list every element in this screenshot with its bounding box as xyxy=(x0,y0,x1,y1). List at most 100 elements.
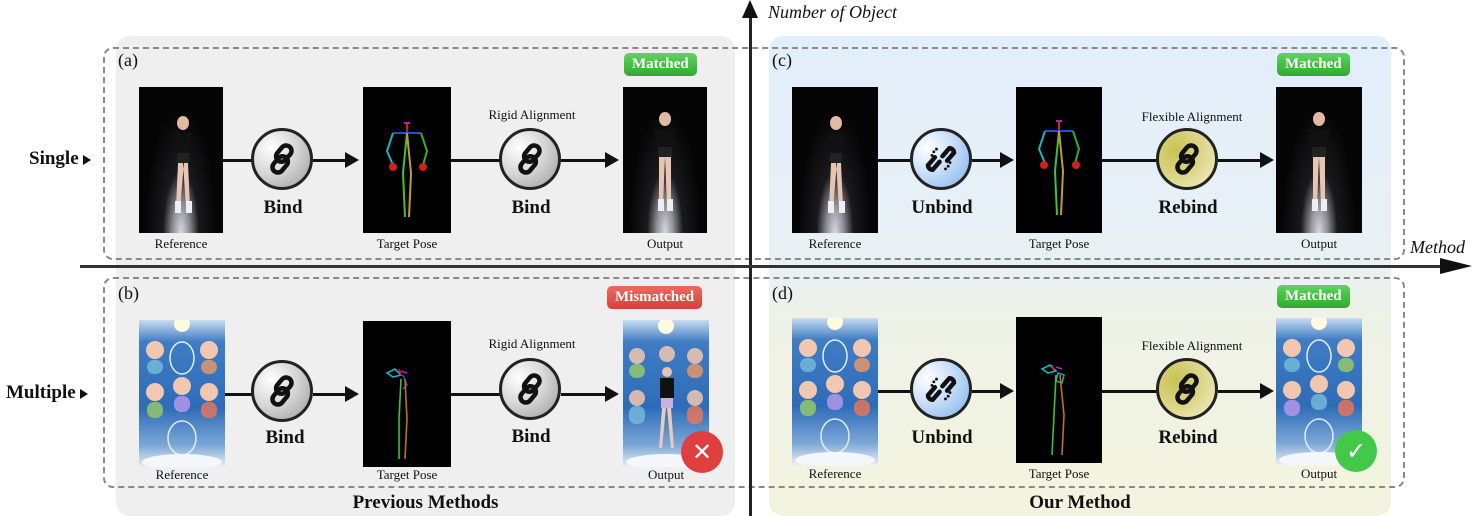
reference-image xyxy=(792,318,878,465)
reference-image xyxy=(792,87,878,233)
alignment-label: Rigid Alignment xyxy=(488,107,576,122)
babies-in-bubbles-icon xyxy=(1279,318,1359,465)
target-pose-caption: Target Pose xyxy=(376,236,438,251)
connector-line xyxy=(878,390,912,393)
check-icon: ✓ xyxy=(1335,430,1377,472)
bind-node xyxy=(499,358,561,420)
connector-line xyxy=(313,393,347,396)
bind-node xyxy=(251,128,313,190)
rebind-label: Rebind xyxy=(1158,427,1218,448)
panel-d-id: (d) xyxy=(772,283,793,303)
x-axis-label: Method xyxy=(1410,237,1465,257)
rebind-node xyxy=(1156,128,1218,190)
connector-line xyxy=(1218,159,1262,162)
unbind-node xyxy=(910,358,972,420)
connector-line xyxy=(223,159,253,162)
target-pose-caption: Target Pose xyxy=(1028,236,1090,251)
y-axis-label: Number of Object xyxy=(768,2,897,22)
dancer-figure-icon xyxy=(655,112,675,211)
triangle-right-icon xyxy=(79,388,88,399)
connector-line xyxy=(878,159,912,162)
row-label-single: Single xyxy=(29,148,91,170)
triangle-right-icon xyxy=(82,154,91,165)
arrow-right-icon xyxy=(1000,152,1014,168)
output-caption: Output xyxy=(1300,236,1338,251)
target-pose-caption: Target Pose xyxy=(376,467,438,482)
connector-line xyxy=(561,393,607,396)
panel-b-id: (b) xyxy=(118,283,139,303)
connector-line xyxy=(561,159,607,162)
matched-badge: Matched xyxy=(1277,285,1350,308)
unbind-node xyxy=(910,128,972,190)
connector-line xyxy=(972,159,1002,162)
arrow-right-icon xyxy=(1260,152,1274,168)
link-icon xyxy=(512,141,548,177)
connector-line xyxy=(313,159,347,162)
link-icon xyxy=(512,371,548,407)
bind-node xyxy=(251,360,313,422)
pose-skeleton-icon xyxy=(1040,364,1065,456)
output-caption: Output xyxy=(646,236,684,251)
connector-line xyxy=(1218,390,1262,393)
row-label-single-text: Single xyxy=(29,148,79,169)
connector-line xyxy=(451,393,501,396)
reference-caption: Reference xyxy=(808,466,862,481)
link-icon xyxy=(264,141,300,177)
mismatched-output-figure-icon xyxy=(626,320,706,467)
y-axis xyxy=(749,12,752,516)
our-method-title: Our Method xyxy=(1029,492,1131,513)
alignment-label: Rigid Alignment xyxy=(488,336,576,351)
target-pose-image xyxy=(363,87,451,233)
babies-in-bubbles-icon xyxy=(142,320,222,467)
arrow-right-icon xyxy=(1260,383,1274,399)
link-icon xyxy=(1169,141,1205,177)
unbind-label: Unbind xyxy=(911,427,973,448)
unbind-label: Unbind xyxy=(911,197,973,218)
link-icon xyxy=(264,373,300,409)
target-pose-image xyxy=(1016,87,1102,233)
panel-a-id: (a) xyxy=(118,50,138,70)
bind-node xyxy=(499,128,561,190)
alignment-label: Flexible Alignment xyxy=(1141,338,1243,353)
reference-caption: Reference xyxy=(155,467,209,482)
reference-image xyxy=(139,320,225,467)
broken-link-icon xyxy=(923,141,959,177)
output-caption: Output xyxy=(647,467,685,482)
y-axis-arrow-icon xyxy=(742,0,758,18)
connector-line xyxy=(451,159,501,162)
arrow-right-icon xyxy=(345,386,359,402)
connector-line xyxy=(972,390,1002,393)
connector-line xyxy=(1102,390,1158,393)
dancer-figure-icon xyxy=(175,116,192,213)
dancer-figure-icon xyxy=(1309,112,1329,211)
single-row-frame xyxy=(103,47,1405,260)
mismatched-badge: Mismatched xyxy=(607,286,703,309)
output-image xyxy=(623,87,707,233)
rebind-label: Rebind xyxy=(1158,197,1218,218)
bind-label: Bind xyxy=(265,427,305,448)
matched-badge: Matched xyxy=(1277,53,1350,76)
multiple-row-frame xyxy=(103,277,1405,488)
dancer-figure-icon xyxy=(828,116,845,213)
babies-in-bubbles-icon xyxy=(795,318,875,465)
previous-methods-title: Previous Methods xyxy=(352,492,499,513)
arrow-right-icon xyxy=(605,386,619,402)
bind-label: Bind xyxy=(263,197,303,218)
arrow-right-icon xyxy=(605,152,619,168)
row-label-multiple: Multiple xyxy=(6,382,88,404)
reference-caption: Reference xyxy=(808,236,862,251)
output-image xyxy=(1276,87,1362,233)
alignment-label: Flexible Alignment xyxy=(1141,109,1243,124)
broken-link-icon xyxy=(923,371,959,407)
link-icon xyxy=(1169,371,1205,407)
matched-badge: Matched xyxy=(624,53,697,76)
bind-label: Bind xyxy=(511,197,551,218)
bind-label: Bind xyxy=(511,426,551,447)
panel-c-id: (c) xyxy=(772,50,792,70)
arrow-right-icon xyxy=(345,152,359,168)
x-axis-arrow-icon xyxy=(1440,258,1472,274)
x-axis xyxy=(80,265,1450,268)
reference-caption: Reference xyxy=(154,236,208,251)
target-pose-caption: Target Pose xyxy=(1028,466,1090,481)
rebind-node xyxy=(1156,358,1218,420)
